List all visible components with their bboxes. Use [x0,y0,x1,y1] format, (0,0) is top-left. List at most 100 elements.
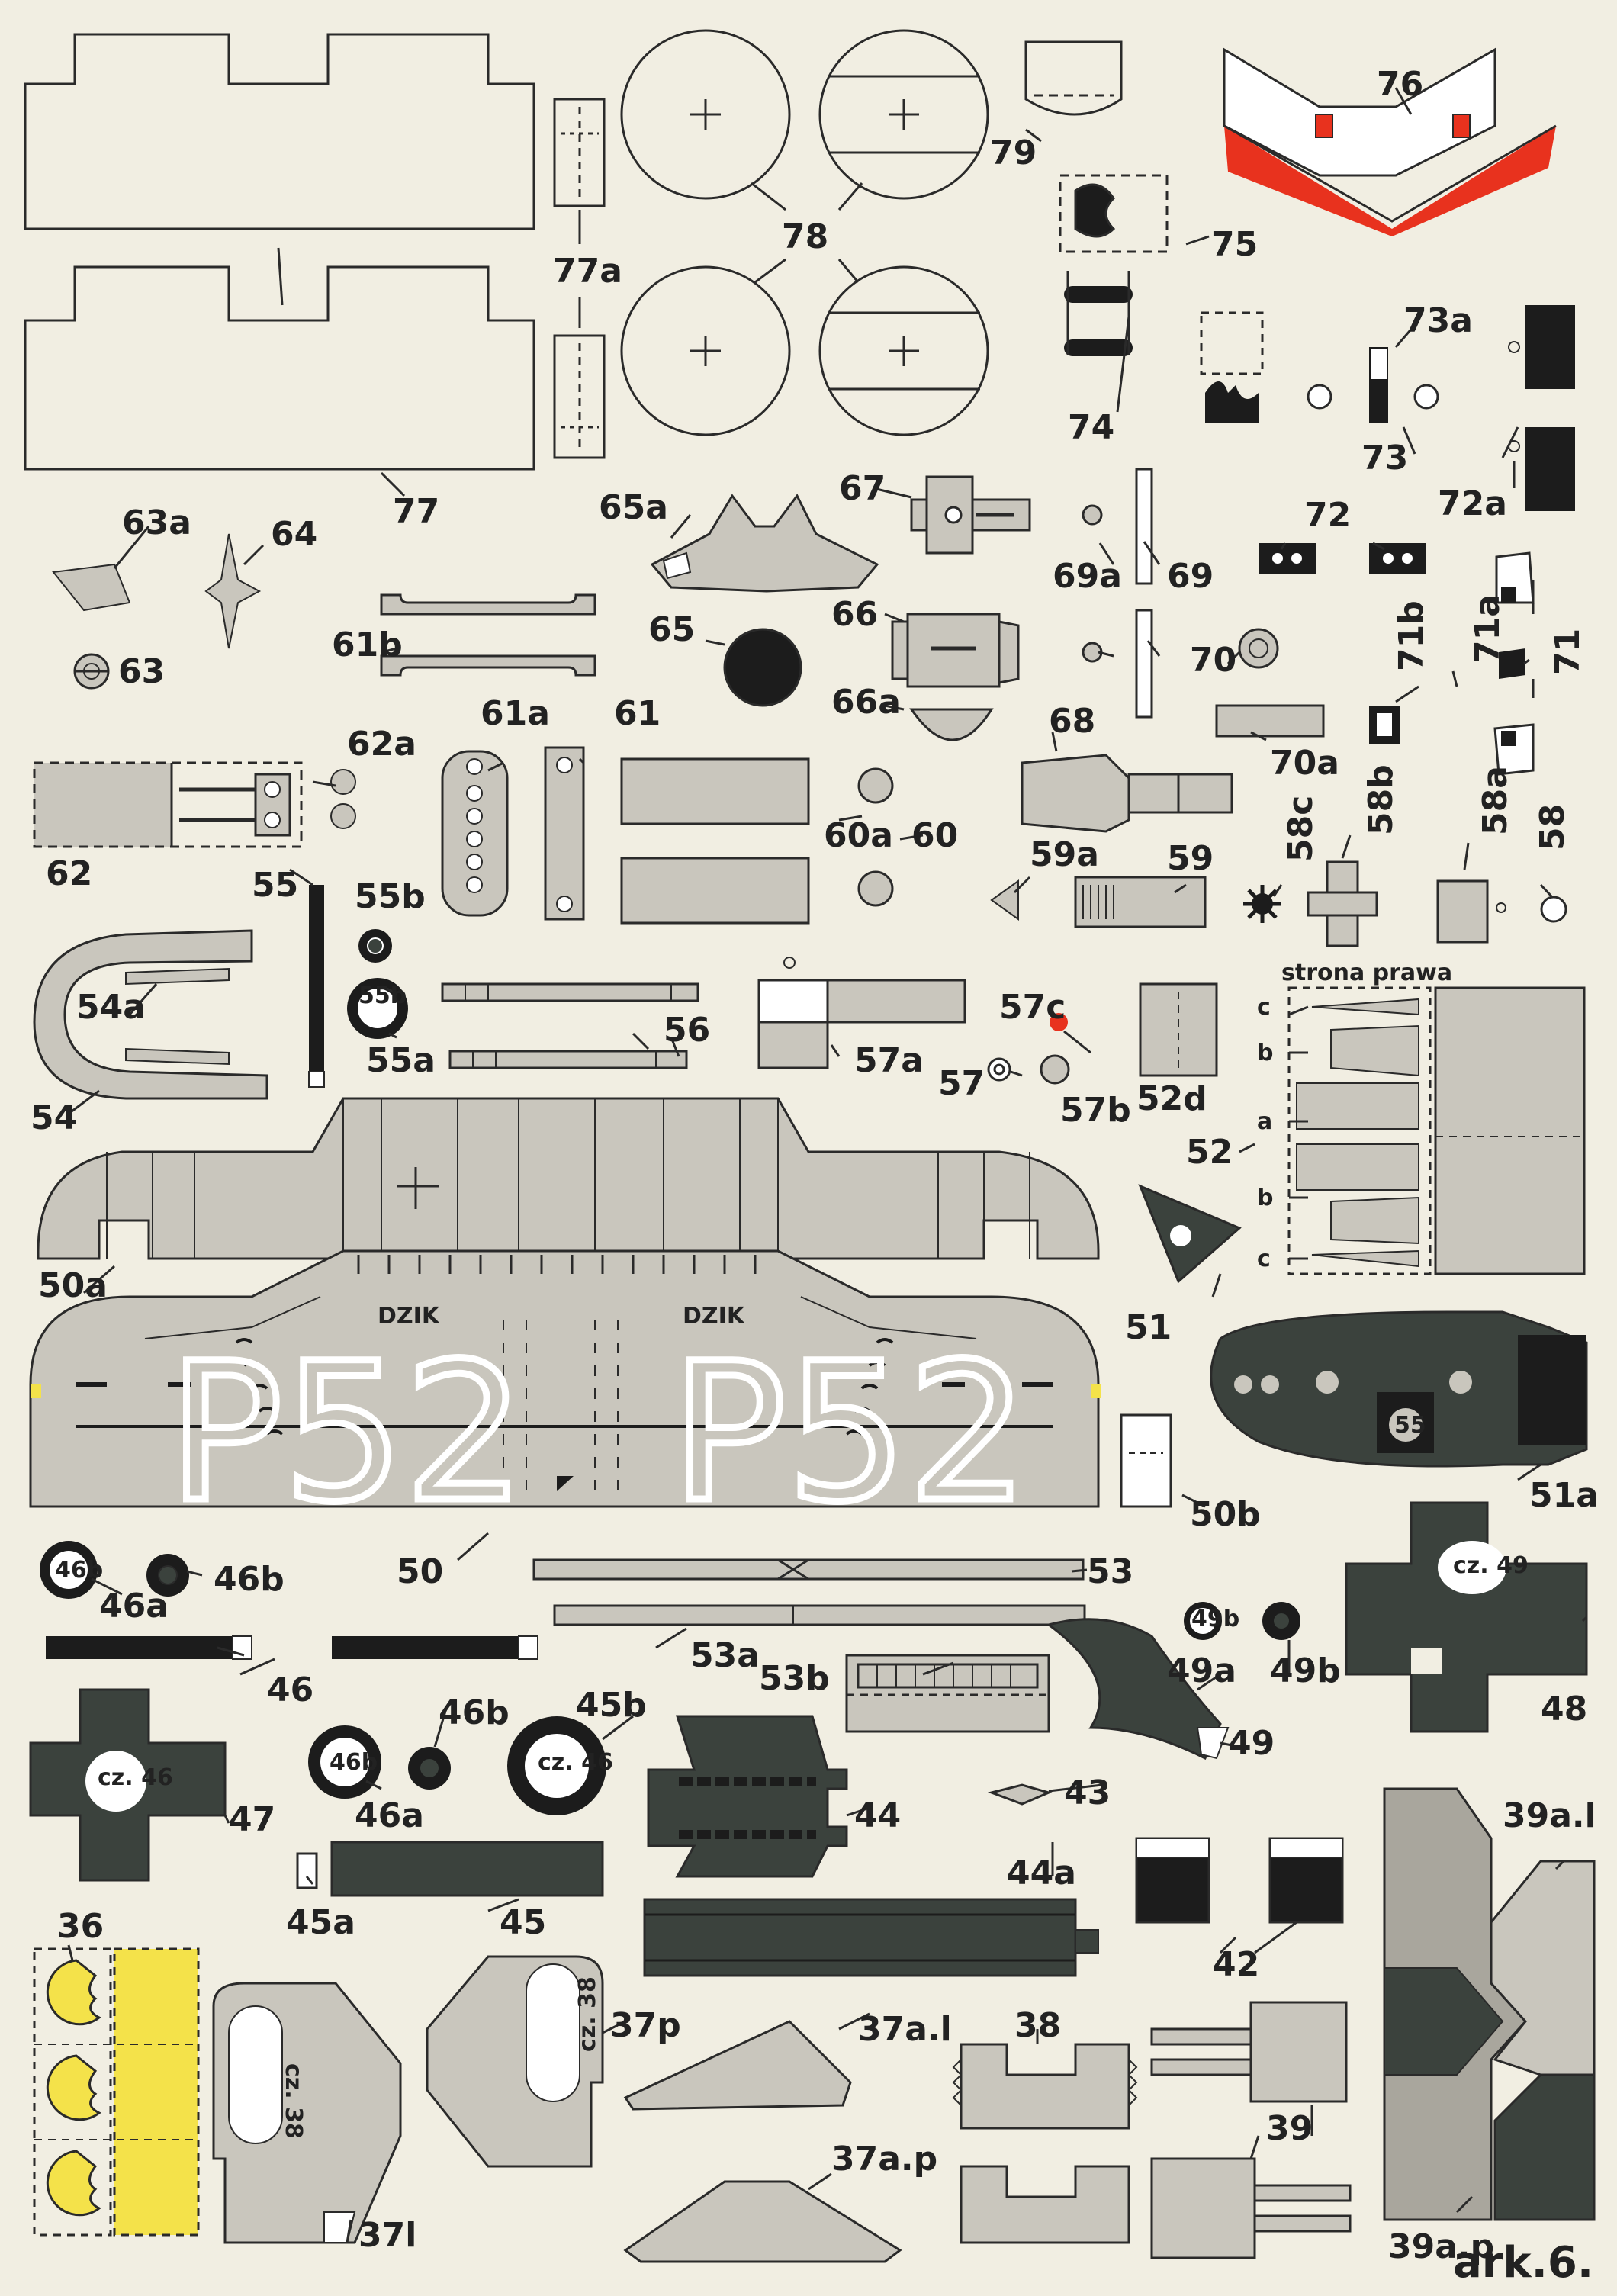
label-71b: 71b [1392,600,1431,671]
part-72 [1259,543,1426,574]
part-51a-text: 55 [1394,1412,1426,1439]
label-52d: 52d [1136,1079,1207,1118]
part-79 [1024,40,1123,116]
part-63a [52,563,131,612]
part-61b [380,593,596,677]
label-61: 61 [614,694,661,733]
part-58b [1307,860,1378,947]
label-70a: 70a [1270,744,1339,783]
part-46a-top: 46b [40,1541,103,1599]
label-37p: 37p [610,2006,681,2045]
label-67: 67 [839,469,886,508]
part-53b [845,1654,1050,1733]
label-62: 62 [46,854,92,893]
part-45a [296,1852,318,1889]
label-69a: 69a [1053,557,1122,596]
part-49 [1046,1618,1230,1761]
label-59: 59 [1167,839,1214,878]
part-71 [1369,551,1535,776]
label-49: 49 [1228,1724,1275,1763]
part-62a [330,769,356,829]
label-46b-top: 46b [214,1560,285,1599]
label-65a: 65a [599,488,668,527]
part-74 [1064,271,1133,356]
part-44 [647,1715,848,1878]
side-header: strona prawa [1281,960,1452,986]
label-46a-top: 46a [99,1587,169,1626]
label-60a: 60a [824,816,893,855]
label-55a: 55a [366,1041,436,1080]
part-49a-text: 49b [1191,1606,1239,1632]
name-left: DZIK [378,1303,441,1330]
label-39al: 39a.l [1503,1796,1596,1835]
part-50a [37,1097,1100,1260]
part-52 [1287,986,1586,1275]
label-60: 60 [911,816,958,855]
part-53 [532,1558,1086,1626]
part-70a [1215,704,1325,738]
part-48-text: cz. 49 [1453,1552,1529,1579]
label-61b: 61b [332,625,403,664]
part-46-strips [46,1635,538,1660]
label-61a: 61a [481,694,550,733]
part-46b-top [146,1554,189,1597]
label-54: 54 [31,1098,77,1137]
label-77a: 77a [553,252,622,291]
label-63a: 63a [122,503,191,542]
part-37l: cz. 38 [212,1982,402,2244]
label-71a: 71a [1468,594,1507,664]
part-78-wheels [620,29,989,436]
label-37ap: 37a.p [831,2140,937,2179]
part-66 [891,613,1020,688]
label-66a: 66a [831,683,901,722]
part-43 [987,1783,1053,1806]
part-38 [952,2043,1138,2244]
part-58a [1436,879,1506,944]
label-55: 55 [252,866,298,905]
label-58a: 58a [1476,766,1515,835]
part-45b: cz. 46 [507,1716,613,1815]
leader-lines [67,87,1588,2243]
part-50: P52 P52 DZIK DZIK [29,1249,1101,1548]
part-64 [204,533,262,649]
part-54 [33,929,268,1100]
part-37p-text: cz. 38 [574,1976,601,2052]
label-62a: 62a [347,725,416,764]
part-69 [1082,468,1153,719]
label-46a-mid: 46a [355,1796,424,1835]
part-59a [990,879,1019,921]
label-56: 56 [664,1011,710,1050]
label-50a: 50a [38,1266,108,1305]
label-73: 73 [1361,439,1408,478]
label-51a: 51a [1529,1476,1599,1515]
side-letter-b-top: b [1257,1040,1273,1066]
sheet-mark: ark.6. [1453,2238,1593,2288]
part-61 [544,746,585,921]
label-39ap: 39a.p [1388,2227,1494,2266]
part-52d [1139,982,1218,1077]
part-67 [910,475,1031,555]
part-55a [347,978,408,1039]
label-53a: 53a [690,1636,760,1675]
label-59a: 59a [1030,835,1099,874]
label-66: 66 [831,595,878,634]
part-77-upper [24,33,535,230]
label-53b: 53b [759,1659,830,1698]
part-77-lower [24,247,535,471]
label-45a: 45a [286,1903,355,1942]
label-63: 63 [118,652,165,691]
label-42: 42 [1213,1945,1259,1984]
part-68 [1021,754,1233,833]
label-43: 43 [1064,1773,1111,1812]
label-77: 77 [393,492,439,531]
part-55a-text: 55b [358,982,407,1009]
part-75 [1059,174,1169,253]
part-55 [308,885,325,1088]
label-64: 64 [271,515,317,554]
part-46b-mid [408,1747,451,1790]
part-61a [441,750,509,917]
label-73a: 73a [1403,301,1473,340]
label-57c: 57c [999,988,1066,1027]
part-46a-mid-text: 46b [330,1749,378,1776]
label-49b: 49b [1270,1651,1341,1690]
